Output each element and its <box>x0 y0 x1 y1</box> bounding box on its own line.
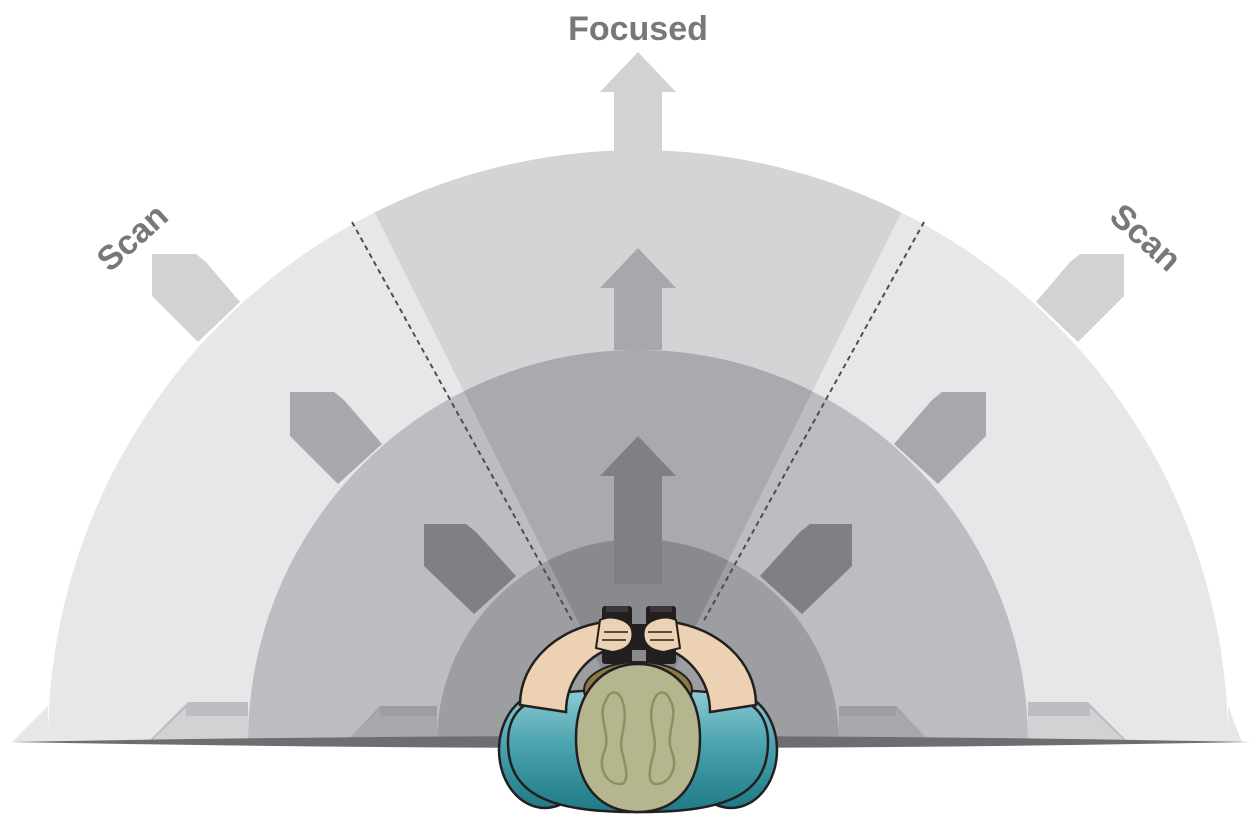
hat-icon <box>576 664 700 812</box>
outer-arrow-up <box>600 52 676 152</box>
focused-label: Focused <box>568 10 708 48</box>
